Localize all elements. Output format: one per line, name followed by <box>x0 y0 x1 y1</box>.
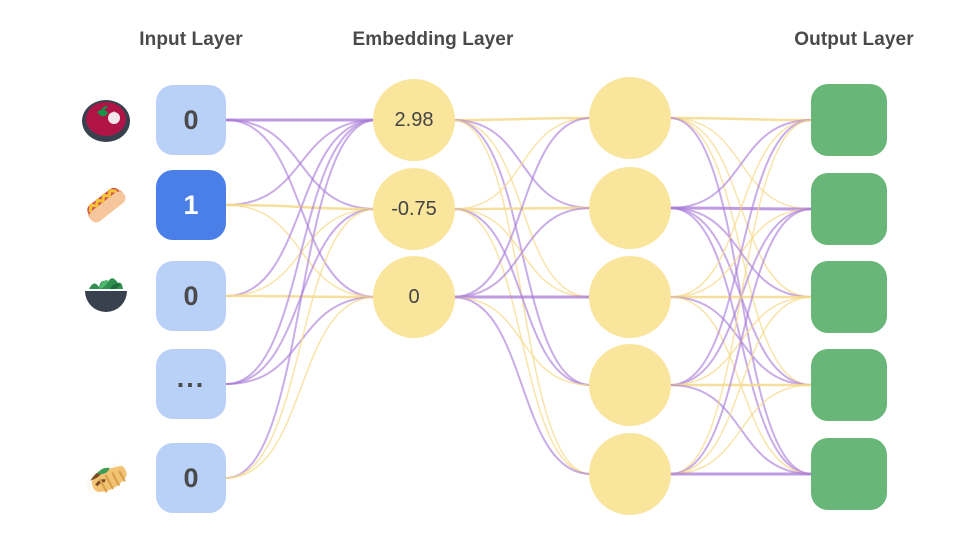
edge <box>669 119 813 475</box>
green-salad-icon <box>77 267 135 325</box>
edge <box>452 117 592 210</box>
edge <box>452 296 592 475</box>
output-node-1[interactable] <box>811 173 887 245</box>
edge <box>669 119 813 209</box>
input-box-ellipsis[interactable]: ... <box>156 349 226 419</box>
output-node-0[interactable] <box>811 84 887 156</box>
edge <box>225 119 377 385</box>
hidden-node-4[interactable] <box>589 433 671 515</box>
edge <box>452 117 592 298</box>
edge <box>225 119 377 479</box>
output-node-2[interactable] <box>811 261 887 333</box>
output-node-3[interactable] <box>811 349 887 421</box>
input-box-1[interactable]: 1 <box>156 170 226 240</box>
output-node-4[interactable] <box>811 438 887 510</box>
stew-bowl-icon <box>77 91 135 149</box>
hidden-node-1[interactable] <box>589 167 671 249</box>
hidden-node-0[interactable] <box>589 77 671 159</box>
edge <box>225 296 377 479</box>
edge <box>669 384 813 475</box>
input-box-0[interactable]: 0 <box>156 85 226 155</box>
output-layer-title: Output Layer <box>794 29 914 50</box>
embedding-node-2[interactable]: 0 <box>373 256 455 338</box>
edge <box>669 119 813 386</box>
edge <box>669 116 813 122</box>
edge <box>225 119 377 297</box>
input-box-4[interactable]: 0 <box>156 443 226 513</box>
embedding-node-1[interactable]: -0.75 <box>373 168 455 250</box>
edge <box>669 119 813 298</box>
edge <box>225 119 377 206</box>
hidden-node-3[interactable] <box>589 344 671 426</box>
edge <box>669 296 813 475</box>
hot-dog-icon <box>77 176 135 234</box>
input-layer-title: Input Layer <box>139 29 243 50</box>
edge <box>452 296 592 386</box>
burrito-icon <box>77 449 135 507</box>
edge <box>669 208 813 475</box>
hidden-node-2[interactable] <box>589 256 671 338</box>
embedding-node-0[interactable]: 2.98 <box>373 79 455 161</box>
embedding-layer-title: Embedding Layer <box>352 29 514 50</box>
edge <box>225 119 377 210</box>
edge <box>452 207 592 298</box>
input-box-2[interactable]: 0 <box>156 261 226 331</box>
edge <box>225 208 377 479</box>
edge <box>452 116 592 122</box>
